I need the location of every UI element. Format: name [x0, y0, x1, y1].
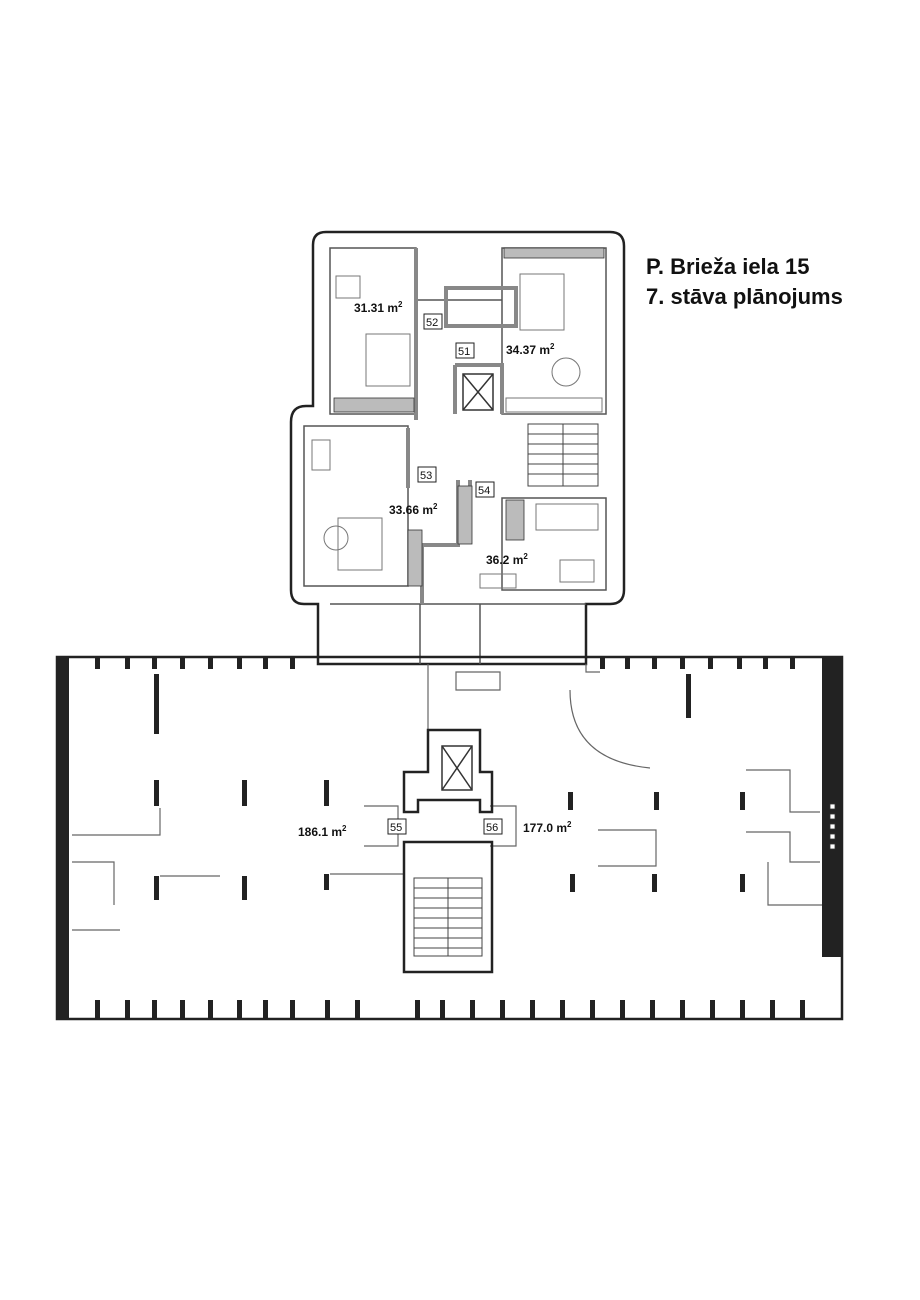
lower-partitions — [72, 664, 822, 931]
unit-51-number: 51 — [458, 346, 470, 358]
unit-51-area: 34.37 — [506, 343, 536, 357]
unit-56-number: 56 — [486, 822, 498, 834]
upper-stairs — [527, 423, 599, 487]
unit-54-area: 36.2 — [486, 553, 510, 567]
unit-54-number: 54 — [478, 485, 490, 497]
upper-inner-walls — [303, 247, 607, 664]
lower-core — [402, 728, 494, 974]
unit-56-area: 177.0 — [523, 821, 553, 835]
unit-52-number: 52 — [426, 317, 438, 329]
unit-55-number: 55 — [390, 822, 402, 834]
unit-53: 33.66 m2 53 — [389, 466, 438, 517]
unit-52: 31.31 m2 52 — [354, 300, 443, 330]
lower-block-walls — [55, 655, 844, 1021]
lower-stairs — [413, 877, 483, 957]
svg-text:186.1 m2: 186.1 m2 — [298, 824, 347, 839]
unit-55: 186.1 m2 55 — [298, 818, 407, 839]
svg-text:31.31 m2: 31.31 m2 — [354, 300, 403, 315]
lower-facade-piers — [57, 657, 842, 1019]
upper-block-walls — [289, 230, 626, 666]
svg-text:177.0 m2: 177.0 m2 — [523, 820, 572, 835]
plan-title-address: P. Brieža iela 15 — [646, 254, 810, 279]
upper-elevator — [462, 373, 494, 411]
window-hatches — [333, 247, 605, 587]
unit-53-number: 53 — [420, 470, 432, 482]
lower-elevator — [441, 745, 473, 791]
right-facade-vents — [829, 803, 836, 850]
unit-55-area: 186.1 — [298, 825, 328, 839]
svg-text:36.2 m2: 36.2 m2 — [486, 552, 528, 567]
unit-56: 177.0 m2 56 — [483, 818, 572, 835]
svg-text:34.37 m2: 34.37 m2 — [506, 342, 555, 357]
furniture — [311, 273, 603, 589]
unit-51: 34.37 m2 51 — [455, 342, 555, 359]
unit-52-area: 31.31 — [354, 301, 384, 315]
plan-title-floor: 7. stāva plānojums — [646, 284, 843, 309]
svg-text:33.66 m2: 33.66 m2 — [389, 502, 438, 517]
unit-54: 36.2 m2 54 — [475, 481, 528, 567]
partition-walls — [406, 248, 518, 604]
unit-53-area: 33.66 — [389, 503, 419, 517]
